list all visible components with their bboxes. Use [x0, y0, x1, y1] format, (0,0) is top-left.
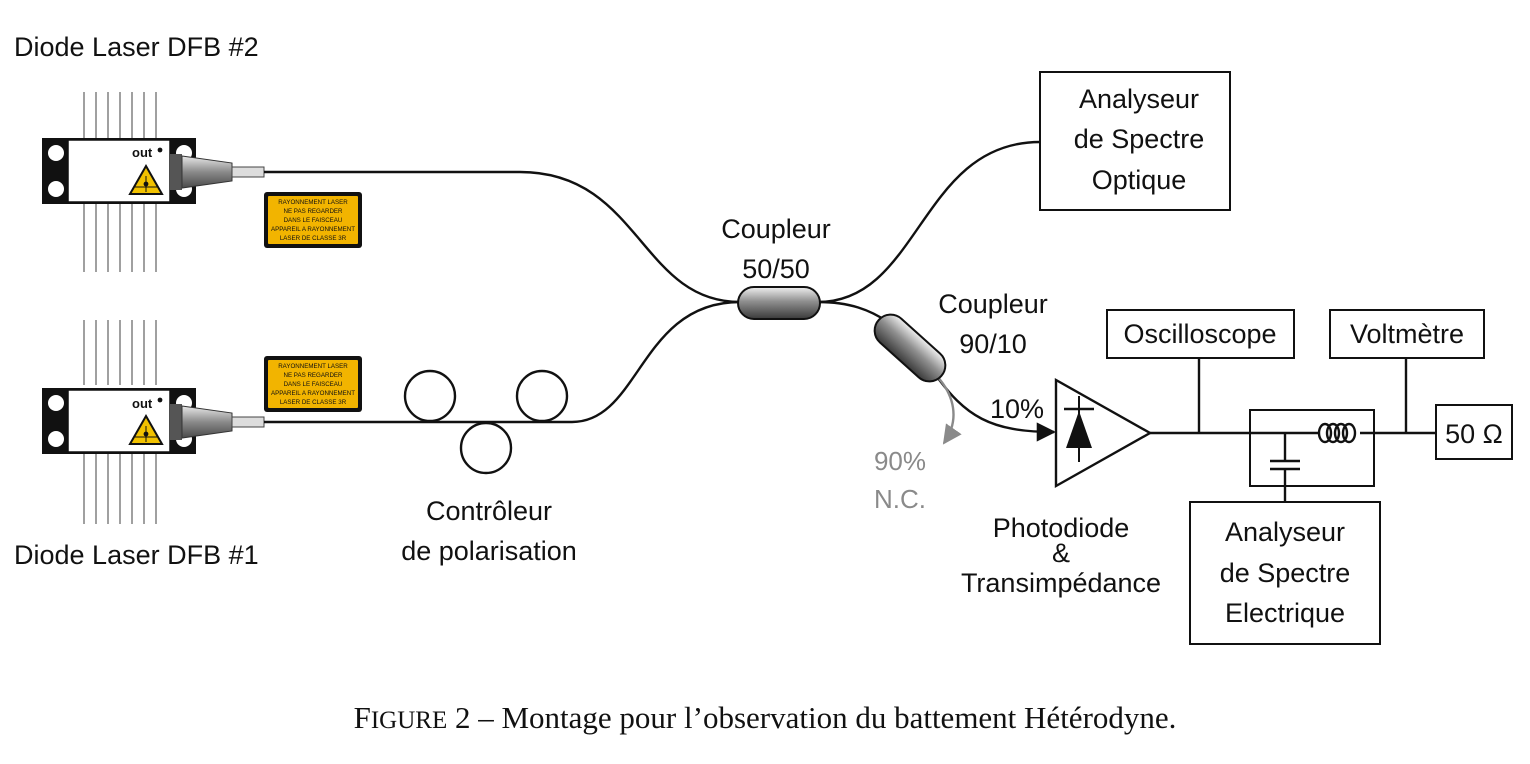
- laser2-label: Diode Laser DFB #2: [14, 32, 259, 62]
- electrical-spectrum-analyzer-box: [1189, 501, 1381, 645]
- svg-text:APPAREIL A RAYONNEMENT: APPAREIL A RAYONNEMENT: [271, 390, 355, 397]
- laser1-out-label: out: [132, 396, 153, 411]
- osa-label-1: Analyseur: [1079, 84, 1199, 114]
- esa-label-3: Electrique: [1225, 598, 1345, 628]
- svg-text:NE PAS REGARDER: NE PAS REGARDER: [283, 208, 343, 215]
- photodiode-label-2: &: [1052, 538, 1070, 568]
- voltmeter-label: Voltmètre: [1350, 319, 1464, 349]
- svg-text:DANS LE FAISCEAU: DANS LE FAISCEAU: [284, 381, 343, 388]
- laser2-out-label: out: [132, 145, 153, 160]
- figure-caption: FIGURE 2 – Montage pour l’observation du…: [354, 700, 1177, 735]
- laser1-module: out: [42, 320, 265, 524]
- svg-text:LASER DE CLASSE 3R: LASER DE CLASSE 3R: [280, 399, 347, 406]
- laser1-label: Diode Laser DFB #1: [14, 540, 259, 570]
- fiber-coupler-to-osa: [817, 140, 1041, 304]
- branch-90-label-2: N.C.: [874, 484, 926, 514]
- svg-text:APPAREIL A RAYONNEMENT: APPAREIL A RAYONNEMENT: [271, 226, 355, 233]
- svg-text:LASER DE CLASSE 3R: LASER DE CLASSE 3R: [280, 235, 347, 242]
- laser2-warning-label: RAYONNEMENT LASER NE PAS REGARDER DANS L…: [264, 192, 362, 248]
- fiber-laser1-to-coupler: [264, 300, 741, 424]
- fiber-coupler50-to-coupler90: [817, 300, 889, 323]
- polarization-controller: [403, 369, 569, 475]
- inductor-icon: [1317, 422, 1357, 444]
- polarization-controller-label-2: de polarisation: [401, 536, 577, 566]
- svg-text:DANS LE FAISCEAU: DANS LE FAISCEAU: [284, 217, 343, 224]
- svg-text:RAYONNEMENT LASER: RAYONNEMENT LASER: [278, 199, 348, 206]
- coupler-50-label-1: Coupleur: [721, 214, 831, 244]
- polarization-controller-label-1: Contrôleur: [426, 496, 552, 526]
- svg-text:NE PAS REGARDER: NE PAS REGARDER: [283, 372, 343, 379]
- load-50-ohm-box: [1435, 404, 1513, 460]
- bias-tee: [1249, 409, 1375, 487]
- branch-90-label-1: 90%: [874, 446, 926, 476]
- esa-label-1: Analyseur: [1225, 517, 1345, 547]
- oscilloscope-label: Oscilloscope: [1123, 319, 1276, 349]
- laser2-module: out: [42, 92, 265, 272]
- voltmeter-box: [1329, 309, 1485, 359]
- photodiode-label-1: Photodiode: [993, 513, 1130, 543]
- svg-text:RAYONNEMENT LASER: RAYONNEMENT LASER: [278, 363, 348, 370]
- osa-label-2: de Spectre: [1074, 124, 1205, 154]
- coupler-50-50: [737, 286, 821, 320]
- osa-label-3: Optique: [1092, 165, 1187, 195]
- laser1-warning-label: RAYONNEMENT LASER NE PAS REGARDER DANS L…: [264, 356, 362, 412]
- coupler-90-label-2: 90/10: [959, 329, 1027, 359]
- coupler-90-10: [873, 313, 947, 383]
- fiber-90pct-unconnected: [934, 373, 962, 445]
- esa-label-2: de Spectre: [1220, 558, 1351, 588]
- fiber-laser2-to-coupler: [264, 170, 741, 304]
- load-50-ohm-label: 50 Ω: [1445, 419, 1503, 449]
- photodiode-amplifier: [1054, 377, 1153, 489]
- optical-spectrum-analyzer-box: [1039, 71, 1231, 211]
- oscilloscope-box: [1106, 309, 1295, 359]
- coupler-50-label-2: 50/50: [742, 254, 810, 284]
- branch-10-label: 10%: [990, 394, 1044, 424]
- coupler-90-label-1: Coupleur: [938, 289, 1048, 319]
- photodiode-label-3: Transimpédance: [961, 568, 1161, 598]
